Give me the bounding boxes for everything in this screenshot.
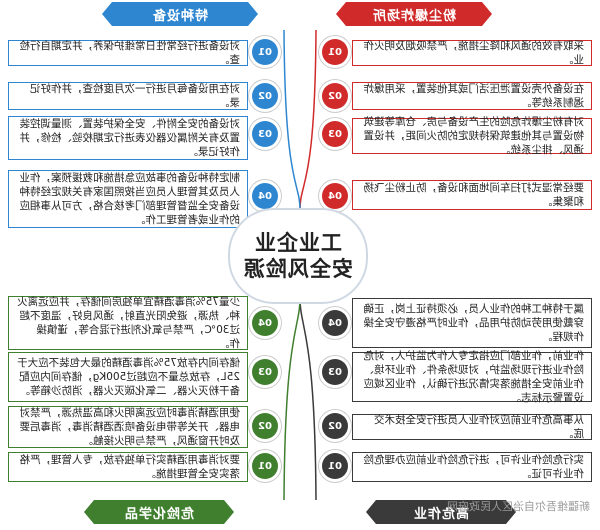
special-equipment-banner: 特种设备 [112, 2, 248, 26]
special-number-4: 04 [252, 183, 278, 209]
hazardous-number-3: 03 [322, 359, 348, 385]
center-topic: 工业企业 安全风险源 [228, 208, 368, 304]
special-item-4: 制定特种设备的事故应急措施和救援预案，作业人员及其管理人员应当按照国家有关规定经… [8, 170, 248, 228]
hazardous-item-1: 实行危险作业许可，进行危险作业前应办理危险作业许可证。 [352, 452, 592, 482]
watermark: 新疆维吾尔自治区人民政府网 [447, 500, 590, 513]
dust-explosion-banner: 粉尘爆炸场所 [346, 2, 482, 26]
chemicals-item-3: 储存间内存放75%消毒酒精的最大包装不应大于25L，存放总量不应超过500Kg，… [8, 352, 248, 402]
dust-item-2: 在设备外壳设置泄压活门或其他装置，采用爆炸遏制系统等。 [352, 82, 592, 110]
dust-number-1: 01 [322, 39, 348, 65]
chemicals-number-4: 04 [252, 310, 278, 336]
special-number-2: 02 [252, 83, 278, 109]
dust-number-3: 03 [322, 121, 348, 147]
hazardous-number-4: 04 [322, 310, 348, 336]
special-number-1: 01 [252, 39, 278, 65]
center-title-line2: 安全风险源 [243, 257, 353, 281]
dust-item-4: 要经常湿式打扫车间地面和设备，防止粉尘飞扬和聚集。 [352, 180, 592, 210]
chemicals-title: 危险化学品 [124, 506, 195, 522]
chemicals-banner: 危险化学品 [94, 500, 224, 524]
hazardous-item-3: 作业前，作业部门应指定专人作为监护人，对危险作业进行现场监护，对现场条件、作业环… [352, 350, 592, 404]
special-equipment-title: 特种设备 [152, 8, 209, 24]
dust-explosion-title: 粉尘爆炸场所 [372, 8, 457, 24]
chemicals-item-2: 使用酒精消毒时应远离明火和高温热源，严禁对电器、开关等带电设备喷洒酒精消毒，消毒… [8, 406, 248, 448]
chemicals-number-2: 02 [252, 413, 278, 439]
dust-number-2: 02 [322, 83, 348, 109]
chemicals-item-4: 少量75%消毒酒精宜单独房间储存，并应远离火种、热源，避免阳光直射，通风良好，温… [8, 296, 248, 350]
hazardous-number-2: 02 [322, 413, 348, 439]
hazardous-item-4: 属于特种工种的作业人员，必须持证上岗，正确穿戴使用劳动防护用品，作业时严格遵守安… [352, 298, 592, 348]
dust-item-1: 采取有效的通风和降尘措施，严禁吸烟及明火作业。 [352, 40, 592, 66]
special-number-3: 03 [252, 121, 278, 147]
special-item-2: 对在用设备每月进行一次月度检查，并作好记录。 [8, 82, 248, 110]
special-item-1: 对设备进行经常性日常维护保养，并定期自行检查。 [8, 40, 248, 66]
dust-item-3: 对有粉尘爆炸危险的生产设备与房、仓库等建筑物设置与其他建筑保持规定的防火间距，并… [352, 116, 592, 156]
chemicals-item-1: 要对消毒用酒精实行单独存放，专人管理，严格落实安全管理措施。 [8, 452, 248, 482]
center-title-line1: 工业企业 [254, 231, 342, 255]
special-item-3: 对设备的安全附件、安全保护装置、测量调控装置及有关附属仪器仪表进行定期校验、检修… [8, 116, 248, 160]
chemicals-number-1: 01 [252, 453, 278, 479]
dust-number-4: 04 [322, 183, 348, 209]
chemicals-number-3: 03 [252, 359, 278, 385]
hazardous-number-1: 01 [322, 453, 348, 479]
hazardous-item-2: 从事高危作业前应对作业人员进行安全技术交底。 [352, 414, 592, 440]
